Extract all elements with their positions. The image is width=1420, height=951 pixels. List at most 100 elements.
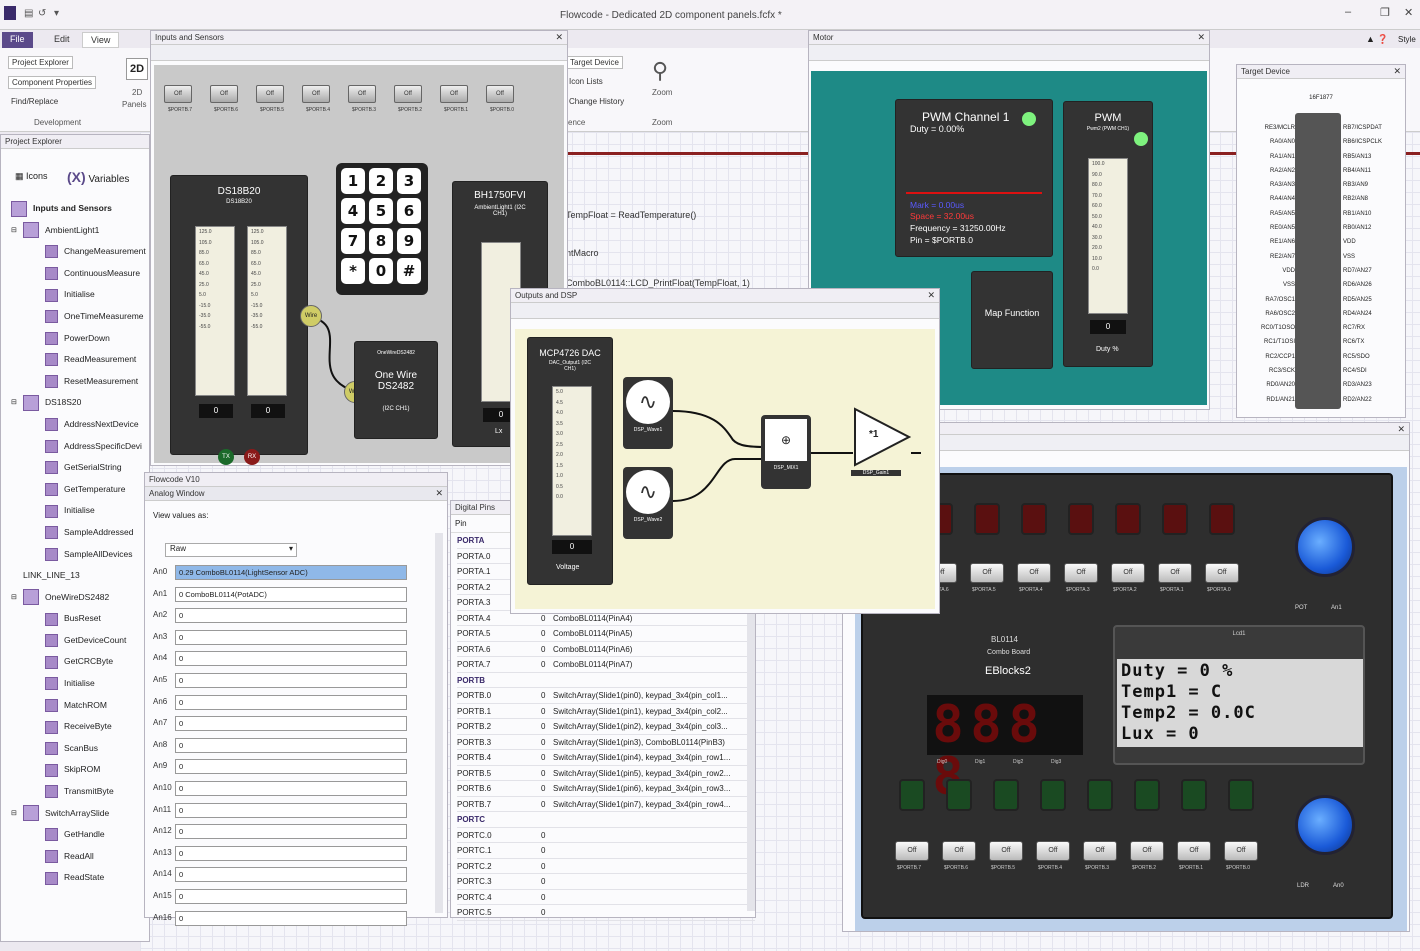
analog-value-field[interactable]: 0 <box>175 759 407 775</box>
digital-scrollbar[interactable] <box>747 541 755 911</box>
slide-switch[interactable]: Off <box>486 85 514 103</box>
tree-item[interactable]: ChangeMeasurement <box>5 241 151 263</box>
chip-pin[interactable]: RB4/AN11 <box>1343 164 1405 178</box>
chip-pin[interactable]: RE3/MCLR <box>1237 121 1295 135</box>
dsp-mix-block[interactable]: ⊕ DSP_MIX1 <box>761 415 811 489</box>
tree-item[interactable]: PowerDown <box>5 328 151 350</box>
analog-value-field[interactable]: 0 <box>175 651 407 667</box>
tree-item[interactable]: ResetMeasurement <box>5 371 151 393</box>
push-button[interactable]: Off <box>895 841 929 861</box>
keypad-key[interactable]: 5 <box>369 198 393 224</box>
tree-item[interactable]: GetTemperature <box>5 479 151 501</box>
chip-pin[interactable]: RA1/AN1 <box>1237 150 1295 164</box>
chip-pin[interactable]: RE0/AN5 <box>1237 221 1295 235</box>
close-icon[interactable]: ✕ <box>927 290 935 300</box>
inputs-panel-title[interactable]: Inputs and Sensors✕ <box>151 31 567 45</box>
undo-icon[interactable]: ↺ <box>38 8 47 19</box>
tree-item[interactable]: ReceiveByte <box>5 716 151 738</box>
keypad-key[interactable]: 1 <box>341 168 365 194</box>
keypad-key[interactable]: 3 <box>397 168 421 194</box>
chip-pin[interactable]: RA4/AN4 <box>1237 192 1295 206</box>
chip-pin[interactable]: RC0/T1OSO <box>1237 321 1295 335</box>
keypad-key[interactable]: # <box>397 258 421 284</box>
keypad-key[interactable]: 2 <box>369 168 393 194</box>
view-mode-select[interactable]: Raw▾ <box>165 543 297 557</box>
icons-tab[interactable]: ▦ Icons <box>15 171 48 181</box>
zoom-icon[interactable]: ⚲ <box>652 58 669 83</box>
pot-knob[interactable] <box>1295 517 1355 577</box>
tree-item[interactable]: ReadAll <box>5 846 151 868</box>
tree-item[interactable]: MatchROM <box>5 695 151 717</box>
close-icon[interactable]: ✕ <box>1404 7 1414 19</box>
2d-panel-button[interactable]: 2D <box>126 58 148 80</box>
analog-scrollbar[interactable] <box>435 533 443 913</box>
tree-item[interactable]: ⊟AmbientLight1 <box>5 220 151 242</box>
analog-value-field[interactable]: 0 <box>175 845 407 861</box>
analog-value-field[interactable]: 0 <box>175 824 407 840</box>
analog-value-field[interactable]: 0 <box>175 888 407 904</box>
dsp-wave1-block[interactable]: ∿ DSP_Wave1 <box>623 377 673 449</box>
push-button[interactable]: Off <box>1224 841 1258 861</box>
tree-item[interactable]: Initialise <box>5 500 151 522</box>
chip-pin[interactable]: RA7/OSC1 <box>1237 293 1295 307</box>
project-explorer-button[interactable]: Project Explorer <box>8 56 73 69</box>
chip-pin[interactable]: RC3/SCK <box>1237 364 1295 378</box>
tree-item[interactable]: AddressSpecificDevi <box>5 436 151 458</box>
close-icon[interactable]: ✕ <box>1397 424 1405 434</box>
push-button[interactable]: Off <box>989 841 1023 861</box>
chip-pin[interactable]: RE1/AN6 <box>1237 235 1295 249</box>
analog-value-field[interactable]: 0 <box>175 780 407 796</box>
tree-item[interactable]: SampleAddressed <box>5 522 151 544</box>
close-icon[interactable]: ✕ <box>1197 32 1205 42</box>
chip-pin[interactable]: VSS <box>1343 250 1405 264</box>
close-icon[interactable]: ✕ <box>1393 66 1401 76</box>
map-function-block[interactable]: Map Function <box>971 271 1053 369</box>
variables-tab[interactable]: (X) Variables <box>67 169 130 185</box>
tree-item[interactable]: Initialise <box>5 284 151 306</box>
tree-item[interactable]: TransmitByte <box>5 781 151 803</box>
chip-pin[interactable]: RC4/SDI <box>1343 364 1405 378</box>
tree-item[interactable]: GetCRCByte <box>5 651 151 673</box>
pin-row[interactable]: PORTB <box>457 673 755 688</box>
tree-item[interactable]: ⊟SwitchArraySlide <box>5 803 151 825</box>
save-icon[interactable]: ▤ <box>24 8 34 19</box>
slide-switch[interactable]: Off <box>394 85 422 103</box>
analog-value-field[interactable]: 0 <box>175 629 407 645</box>
tree-item[interactable]: Inputs and Sensors <box>5 198 151 220</box>
analog-value-field[interactable]: 0 ComboBL0114(PotADC) <box>175 586 407 602</box>
analog-value-field[interactable]: 0 <box>175 694 407 710</box>
tree-item[interactable]: ScanBus <box>5 738 151 760</box>
tree-item[interactable]: OneTimeMeasureme <box>5 306 151 328</box>
chip-pin[interactable]: RD6/AN26 <box>1343 278 1405 292</box>
analog-value-field[interactable]: 0.29 ComboBL0114(LightSensor ADC) <box>175 565 407 580</box>
chip-pin[interactable]: RC5/SDO <box>1343 350 1405 364</box>
push-button[interactable]: Off <box>970 563 1004 583</box>
push-button[interactable]: Off <box>942 841 976 861</box>
analog-value-field[interactable]: 0 <box>175 737 407 753</box>
push-button[interactable]: Off <box>1205 563 1239 583</box>
tree-item[interactable]: GetDeviceCount <box>5 630 151 652</box>
slide-switch[interactable]: Off <box>256 85 284 103</box>
slide-switch[interactable]: Off <box>164 85 192 103</box>
icon-lists-button[interactable]: Icon Lists <box>569 77 603 86</box>
chip-pin[interactable]: RD1/AN21 <box>1237 393 1295 407</box>
chip-pin[interactable]: RB3/AN9 <box>1343 178 1405 192</box>
chip-pin[interactable]: RB6/ICSPCLK <box>1343 135 1405 149</box>
tree-item[interactable]: GetSerialString <box>5 457 151 479</box>
close-icon[interactable]: ✕ <box>555 32 563 42</box>
chip-pin[interactable]: RC7/RX <box>1343 321 1405 335</box>
tree-item[interactable]: Initialise <box>5 673 151 695</box>
ldr-knob[interactable] <box>1295 795 1355 855</box>
outputs-panel-title[interactable]: Outputs and DSP✕ <box>511 289 939 303</box>
chip-pin[interactable]: RB2/AN8 <box>1343 192 1405 206</box>
tab-file[interactable]: File <box>2 32 33 48</box>
tree-item[interactable]: SampleAllDevices <box>5 544 151 566</box>
